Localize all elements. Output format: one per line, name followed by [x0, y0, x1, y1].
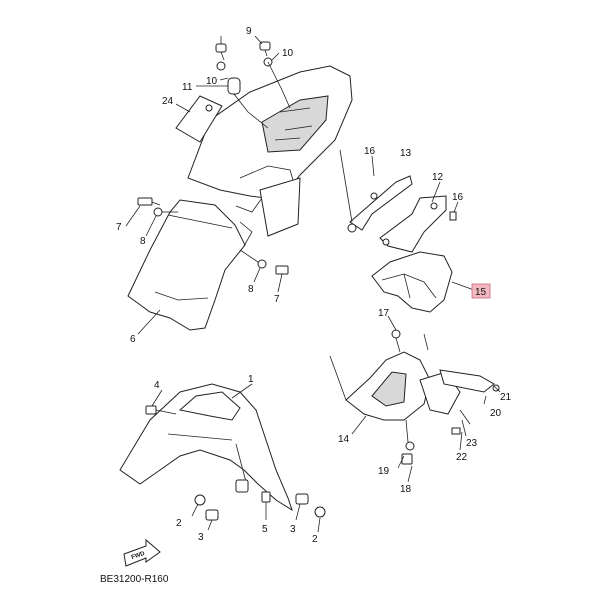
bolts-right: [239, 249, 289, 275]
bracket-13: [347, 175, 413, 233]
bolt-4: [145, 405, 177, 415]
label-part-13: 13: [400, 148, 412, 159]
part-labels: 9 10 10 11 24 7 8 8 7 6 16 13 12 16 15 1…: [116, 26, 512, 545]
reference-code: BE31200-R160: [100, 574, 169, 585]
label-part-8-left: 8: [140, 236, 146, 247]
label-part-16-right: 16: [452, 192, 464, 203]
mount-bracket-14: [329, 329, 461, 421]
label-part-8-right: 8: [248, 284, 254, 295]
label-part-23: 23: [466, 438, 478, 449]
label-part-19: 19: [378, 466, 390, 477]
label-part-10-left: 10: [206, 76, 218, 87]
rear-fender-assembly: [127, 65, 353, 331]
label-part-5: 5: [262, 524, 268, 535]
bolts-bottom: [194, 491, 326, 521]
label-part-20: 20: [490, 408, 502, 419]
front-fender: [119, 383, 293, 512]
label-part-9: 9: [246, 26, 252, 37]
bolts-bottom-right: [401, 419, 415, 465]
label-part-21: 21: [500, 392, 512, 403]
forward-arrow-icon: FWD: [123, 538, 161, 567]
label-part-15: 15: [475, 287, 487, 298]
label-part-17: 17: [378, 308, 390, 319]
label-part-16-left: 16: [364, 146, 376, 157]
label-part-2-right: 2: [312, 534, 318, 545]
label-part-10-top: 10: [282, 48, 294, 59]
label-part-7-right: 7: [274, 294, 280, 305]
bracket-12: [379, 195, 457, 253]
leader-13: [339, 149, 353, 223]
label-part-6: 6: [130, 334, 136, 345]
label-part-22: 22: [456, 452, 468, 463]
label-part-14: 14: [338, 434, 350, 445]
label-part-3-right: 3: [290, 524, 296, 535]
label-part-4: 4: [154, 380, 160, 391]
label-part-12: 12: [432, 172, 444, 183]
inner-fender-15: [371, 251, 453, 313]
label-part-1: 1: [248, 374, 254, 385]
label-part-18: 18: [400, 484, 412, 495]
label-part-3-left: 3: [198, 532, 204, 543]
label-plate: [175, 95, 223, 143]
bolts-left: [137, 197, 178, 217]
label-part-2-left: 2: [176, 518, 182, 529]
label-part-11: 11: [182, 82, 193, 93]
highlight-box-15: [471, 283, 491, 299]
leader-lines: [125, 35, 501, 533]
label-part-7-left: 7: [116, 222, 122, 233]
label-part-24: 24: [162, 96, 174, 107]
fwd-label: FWD: [131, 551, 146, 561]
